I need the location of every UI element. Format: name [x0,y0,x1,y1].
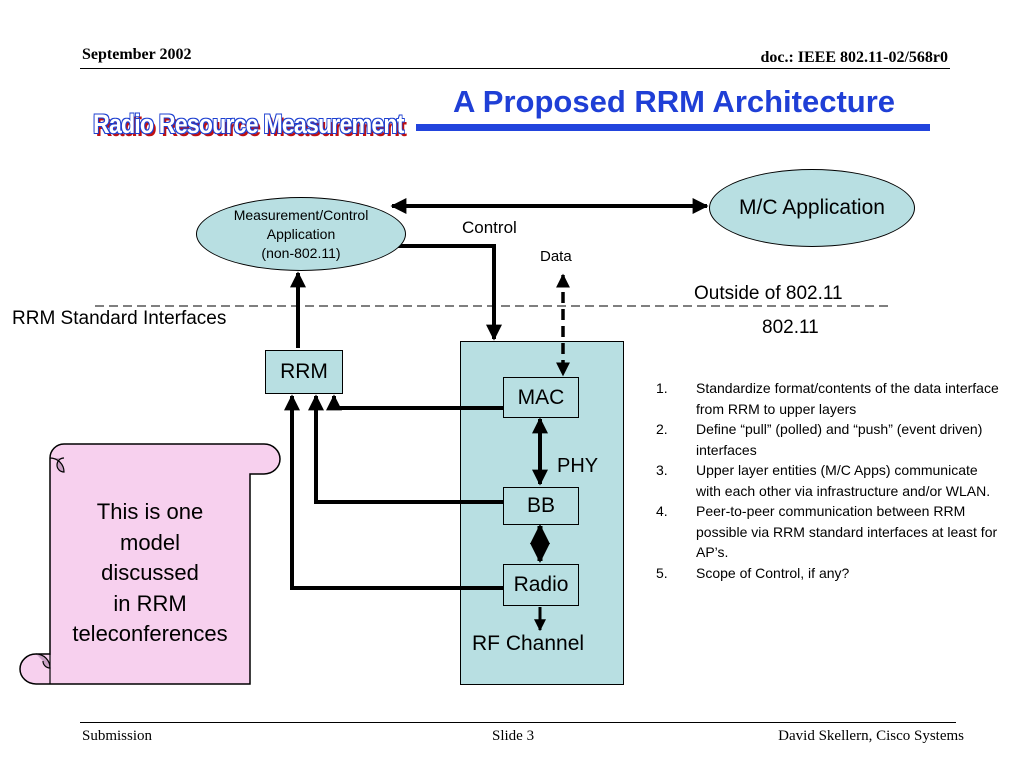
rrm-standard-interfaces-label: RRM Standard Interfaces [12,308,227,329]
scroll-note-line: in RRM [113,590,187,616]
phy-label: PHY [557,455,599,477]
slide-title: A Proposed RRM Architecture [452,84,896,119]
control-label: Control [462,218,517,237]
list-item-number: 2. [656,421,668,437]
list-item-text: Standardize format/contents of the data … [696,380,999,417]
scroll-note-line: discussed [101,560,199,585]
mc-app-line1: Measurement/Control [233,206,369,223]
radio-box: Radio [503,564,579,606]
scroll-note-line: model [120,529,180,555]
mac-to-rrm-arrow [326,394,503,411]
bb-to-rrm-arrow [308,394,503,504]
mc-application-label: M/C Application [739,196,885,219]
list-item-text: Upper layer entities (M/C Apps) communic… [696,462,991,499]
list-item-text: Define “pull” (polled) and “push” (event… [696,421,983,458]
measurement-control-application: Measurement/Control Application (non-802… [196,197,406,271]
inside-80211-label: 802.11 [762,317,819,338]
points-list: 1. Standardize format/contents of the dat… [656,378,1001,583]
mc-app-line2: Application [266,225,336,242]
rrm-logo: Radio Resource Measurement [93,109,404,139]
list-item: 5. Scope of Control, if any? [656,563,1001,584]
scroll-shape [19,443,281,685]
header-date: September 2002 [82,46,192,63]
bb-box: BB [503,487,579,525]
rrm-box: RRM [265,350,343,394]
list-item: 4. Peer-to-peer communication between RRM… [656,501,1001,563]
list-item-number: 5. [656,564,668,581]
header-doc-id: doc.: IEEE 802.11-02/568r0 [760,49,948,66]
radio-to-rrm-arrow [284,394,503,590]
list-item-number: 3. [656,462,668,478]
mc-app-line3: (non-802.11) [261,244,341,261]
title-underline-bar [416,124,930,131]
footer-author: David Skellern, Cisco Systems [778,728,964,744]
rf-channel-label: RF Channel [472,632,585,655]
list-item: 3. Upper layer entities (M/C Apps) commun… [656,460,1001,501]
list-item: 1. Standardize format/contents of the dat… [656,378,1001,419]
list-item-number: 4. [656,503,668,519]
mac-box: MAC [503,377,579,418]
scroll-note-line: teleconferences [72,621,228,646]
scroll-note: This is one model discussed in RRM telec… [52,497,248,650]
mc-application: M/C Application [709,169,915,247]
footer-slide-number: Slide 3 [492,728,535,744]
list-item-text: Scope of Control, if any? [696,564,850,581]
footer-submission: Submission [82,728,153,744]
footer-divider [80,722,956,723]
data-label: Data [540,248,572,265]
list-item: 2. Define “pull” (polled) and “push” (eve… [656,419,1001,460]
scroll-note-line: This is one [96,499,204,524]
header-divider [80,68,950,69]
outside-80211-label: Outside of 802.11 [694,283,843,304]
list-item-text: Peer-to-peer communication between RRM p… [696,503,998,560]
list-item-number: 1. [656,380,668,396]
control-arrow [390,244,502,341]
